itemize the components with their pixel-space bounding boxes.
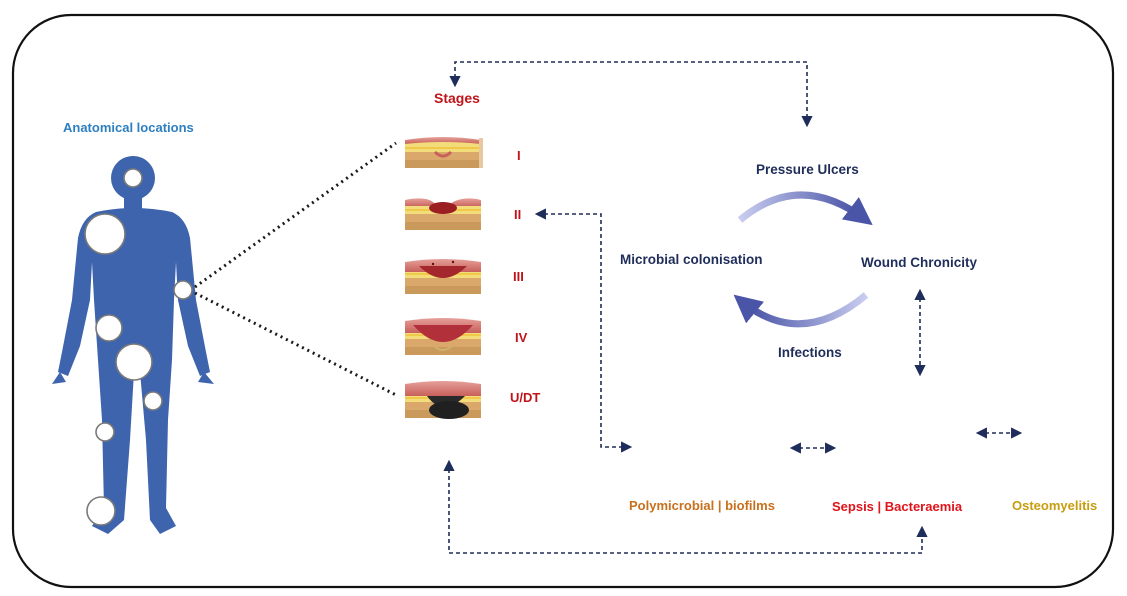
pressure-ulcers-label: Pressure Ulcers bbox=[756, 162, 859, 177]
anatomical-locations-title: Anatomical locations bbox=[63, 120, 194, 135]
stage-image-udt bbox=[405, 381, 481, 419]
location-hip bbox=[96, 315, 122, 341]
location-knee bbox=[96, 423, 114, 441]
location-heel bbox=[87, 497, 115, 525]
location-shoulder bbox=[85, 214, 125, 254]
location-thigh bbox=[144, 392, 162, 410]
stage-image-1 bbox=[405, 137, 483, 168]
infections-label: Infections bbox=[778, 345, 842, 360]
stage-label-3: III bbox=[513, 269, 524, 284]
stage-label-4: IV bbox=[515, 330, 527, 345]
dashed-connectors bbox=[449, 62, 1020, 553]
stage-image-4 bbox=[405, 318, 481, 355]
stage-label-udt: U/DT bbox=[510, 390, 540, 405]
connector-stages-to-pressure bbox=[455, 62, 807, 125]
polymicrobial-biofilms-label: Polymicrobial | biofilms bbox=[629, 498, 775, 513]
location-head bbox=[124, 169, 142, 187]
cycle-arrow-top bbox=[740, 195, 866, 220]
location-sacrum bbox=[116, 344, 152, 380]
zoom-lines bbox=[195, 143, 396, 395]
stage-image-3 bbox=[405, 259, 481, 294]
connector-stage2-to-polymicrobial bbox=[537, 214, 630, 447]
wound-chronicity-label: Wound Chronicity bbox=[861, 255, 977, 270]
stage-label-2: II bbox=[514, 207, 521, 222]
location-elbow bbox=[174, 281, 192, 299]
sepsis-bacteraemia-label: Sepsis | Bacteraemia bbox=[832, 499, 962, 514]
stage-image-2 bbox=[405, 198, 481, 230]
microbial-colonisation-label: Microbial colonisation bbox=[620, 252, 763, 267]
stage-label-1: I bbox=[517, 148, 521, 163]
cycle-arrow-bottom bbox=[740, 295, 866, 324]
stages-title: Stages bbox=[434, 90, 480, 106]
osteomyelitis-label: Osteomyelitis bbox=[1012, 498, 1097, 513]
